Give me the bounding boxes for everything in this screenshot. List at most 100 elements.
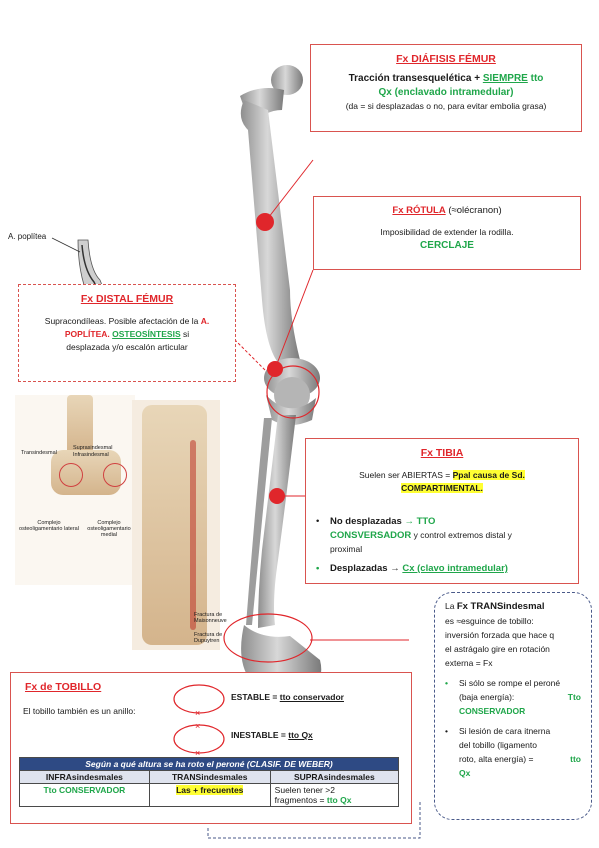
trans-b1d: CONSERVADOR bbox=[459, 706, 526, 716]
trans-b2d: tto bbox=[570, 754, 581, 764]
tibia-drawing bbox=[67, 395, 93, 455]
bullet-dot: • bbox=[316, 516, 320, 527]
distal-title: Fx DISTAL FÉMUR bbox=[80, 293, 174, 305]
infrasindesmal-label: Infrasindesmal bbox=[73, 452, 109, 458]
distal-a: A. bbox=[200, 316, 210, 326]
distal-poplitea: POPLÍTEA. bbox=[64, 329, 110, 339]
medial-complex-ring bbox=[103, 463, 127, 487]
femur-line1-text: Tracción transesquelética + bbox=[348, 73, 483, 84]
weber-frecuentes: Las + frecuentes bbox=[176, 785, 244, 795]
tibia-fracture-box: Fx TIBIA Suelen ser ABIERTAS = Ppal caus… bbox=[305, 438, 579, 584]
femur-line2: Qx (enclavado intramedular) bbox=[378, 87, 514, 98]
stable-x-mark: × bbox=[195, 708, 200, 718]
trans-la: La bbox=[445, 601, 457, 611]
tibia-compartimental: COMPARTIMENTAL. bbox=[401, 483, 483, 493]
tibia-tto: → TTO bbox=[404, 516, 436, 527]
tibia-proximal: proximal bbox=[330, 544, 363, 554]
inestable-row: INESTABLE = tto Qx bbox=[231, 729, 313, 742]
knee-highlight-ring bbox=[266, 365, 320, 419]
weber-supra-line1: Suelen tener >2 bbox=[274, 785, 335, 795]
trans-b2-row: roto, alta energía) = tto bbox=[459, 752, 581, 766]
ankle-ligament-figure: Transindesmal Suprasindesmal Infrasindes… bbox=[15, 395, 135, 585]
trans-b2b: del tobillo (ligamento bbox=[459, 740, 537, 750]
patella-title: Fx RÓTULA bbox=[392, 205, 446, 216]
tibia-line1-text: Suelen ser ABIERTAS = bbox=[359, 470, 453, 480]
patella-title-tail: (≈olécranon) bbox=[445, 205, 502, 216]
trans-b1a: Si sólo se rompe el peroné bbox=[459, 678, 561, 688]
trans-line5: externa = Fx bbox=[445, 658, 493, 668]
ankle-anillo: El tobillo también es un anillo: bbox=[23, 706, 136, 716]
lateral-complex-label: Complejo osteoligamentario lateral bbox=[19, 520, 79, 532]
weber-table: Según a qué altura se ha roto el peroné … bbox=[19, 757, 400, 807]
ankle-title: Fx de TOBILLO bbox=[25, 681, 102, 693]
poplitea-label: A. poplítea bbox=[8, 232, 47, 241]
trans-bold: Fx TRANSindesmal bbox=[456, 601, 545, 612]
inestable-tto: tto Qx bbox=[288, 730, 313, 740]
weber-supra-line2: fragmentos = tto Qx bbox=[275, 795, 394, 805]
unstable-x-mark-2: × bbox=[195, 748, 200, 757]
fibula-drawing bbox=[190, 440, 196, 630]
patella-title-row: Fx RÓTULA (≈olécranon) bbox=[314, 205, 580, 216]
tibia-conservador: CONSVERSADOR bbox=[330, 530, 412, 541]
tibia-fibula-bones bbox=[246, 415, 296, 628]
maisonneuve-figure bbox=[132, 400, 220, 650]
unstable-ring bbox=[173, 724, 225, 754]
tibia-no-desplazadas: No desplazadas bbox=[330, 516, 405, 527]
tibia-cx-clavo: Cx (clavo intramedular) bbox=[402, 563, 508, 574]
distal-line2: POPLÍTEA. OSTEOSÍNTESIS si bbox=[19, 328, 235, 341]
distal-femur-box: Fx DISTAL FÉMUR Supracondíleas. Posible … bbox=[18, 284, 236, 382]
trans-b2c: roto, alta energía) = bbox=[459, 754, 534, 764]
bullet-dot-green: • bbox=[316, 563, 320, 574]
transindesmal-box: La Fx TRANSindesmal es ≈esguince de tobi… bbox=[434, 592, 592, 820]
leg-bones-drawing bbox=[142, 405, 207, 645]
patella-fracture-box: Fx RÓTULA (≈olécranon) Imposibilidad de … bbox=[313, 196, 581, 270]
weber-header: Según a qué altura se ha roto el peroné … bbox=[19, 757, 399, 771]
dupuytren-label: Fractura de Dupuytren bbox=[194, 632, 223, 644]
weber-col-infra: INFRAsindesmales bbox=[19, 770, 150, 784]
distal-line3: desplazada y/o escalón articular bbox=[66, 342, 188, 352]
estable-text: ESTABLE = bbox=[231, 692, 280, 702]
trans-b1c: Tto bbox=[567, 692, 581, 702]
unstable-x-mark-1: × bbox=[195, 721, 200, 731]
trans-b1b: (baja energía): bbox=[459, 692, 515, 702]
femur-fracture-box: Fx DIÁFISIS FÉMUR Tracción transesquelét… bbox=[310, 44, 582, 132]
distal-si: si bbox=[180, 329, 190, 339]
estable-row: ESTABLE = tto conservador bbox=[231, 691, 344, 704]
weber-col-supra: SUPRAsindesmales bbox=[269, 770, 400, 784]
femur-bone bbox=[240, 65, 303, 365]
tibia-title: Fx TIBIA bbox=[420, 447, 464, 459]
patella-line1: Imposibilidad de extender la rodilla. bbox=[380, 227, 514, 237]
distal-line1: Supracondíleas. Posible afectación de la… bbox=[19, 315, 235, 328]
trans-b1-row: (baja energía): Tto bbox=[459, 690, 581, 704]
tibia-ppal: Ppal causa de Sd. bbox=[452, 470, 525, 480]
trans-line1: La Fx TRANSindesmal bbox=[445, 599, 581, 614]
weber-link-line bbox=[207, 800, 421, 839]
estable-tto: tto conservador bbox=[279, 692, 344, 702]
inestable-text: INESTABLE = bbox=[231, 730, 289, 740]
distal-connector bbox=[234, 339, 266, 371]
weber-col-trans: TRANSindesmales bbox=[148, 770, 271, 784]
trans-bullet-1: • Si sólo se rompe el peroné (baja energ… bbox=[445, 676, 581, 718]
weber-tto-qx: tto Qx bbox=[326, 795, 352, 805]
trans-b2a: Si lesión de cara itnerna bbox=[459, 726, 551, 736]
tibia-desplazadas: Desplazadas → bbox=[330, 563, 403, 574]
trans-bullet-2: • Si lesión de cara itnerna del tobillo … bbox=[445, 724, 581, 780]
distal-osteosintesis: OSTEOSÍNTESIS bbox=[112, 329, 181, 339]
tibia-bullet-1: • No desplazadas → TTO CONSVERSADOR y co… bbox=[316, 515, 571, 557]
patella-connector bbox=[274, 269, 314, 370]
tibia-line1: Suelen ser ABIERTAS = Ppal causa de Sd. bbox=[306, 469, 578, 482]
stable-ring bbox=[173, 684, 225, 714]
distal-line1-text: Supracondíleas. Posible afectación de la bbox=[44, 316, 201, 326]
tibia-fracture-marker bbox=[269, 488, 285, 504]
femur-title: Fx DIÁFISIS FÉMUR bbox=[396, 53, 496, 65]
trans-dot-green: • bbox=[445, 678, 448, 688]
trans-dot-black: • bbox=[445, 726, 448, 736]
ankle-highlight-ring bbox=[223, 613, 313, 663]
femur-line3: (da = si desplazadas o no, para evitar e… bbox=[345, 101, 547, 111]
weber-cell-infra: Tto CONSERVADOR bbox=[19, 783, 150, 807]
femur-line1: Tracción transesquelética + SIEMPRE tto bbox=[311, 73, 581, 84]
medial-complex-label: Complejo osteoligamentario medial bbox=[87, 520, 131, 538]
ankle-fracture-box: Fx de TOBILLO El tobillo también es un a… bbox=[10, 672, 412, 824]
trans-line2: es ≈esguince de tobillo: bbox=[445, 616, 534, 626]
patella-cerclaje: CERCLAJE bbox=[420, 240, 474, 251]
